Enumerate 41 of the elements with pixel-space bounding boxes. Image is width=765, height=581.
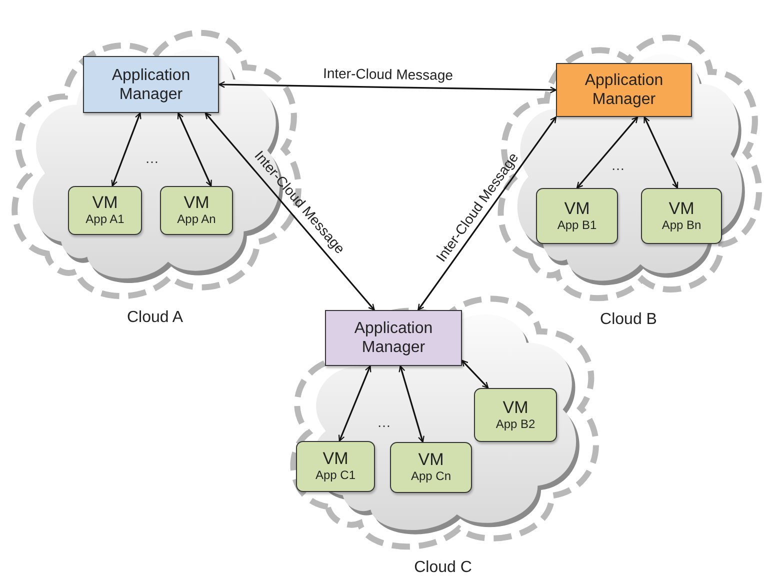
arrow <box>204 112 375 311</box>
app-name: App Cn <box>410 469 452 484</box>
vm-box <box>68 186 142 235</box>
manager-box: Application Manager <box>325 310 462 366</box>
app-name: App A1 <box>86 212 124 227</box>
vm-box <box>641 188 722 244</box>
edge-label: Inter-Cloud Message <box>322 65 453 84</box>
manager-box: Application Manager <box>83 56 219 113</box>
arrow <box>398 365 424 443</box>
app-name: App An <box>177 212 216 227</box>
cloud-label: Cloud A <box>126 308 184 328</box>
ellipsis-text: … <box>611 157 625 173</box>
app-name: App B2 <box>496 416 536 432</box>
ellipsis-text: … <box>377 414 391 430</box>
app-name: App B1 <box>557 218 597 232</box>
arrow <box>461 360 489 389</box>
arrow <box>576 116 638 189</box>
arrow <box>177 112 212 187</box>
arrow <box>338 365 372 442</box>
ellipsis-text: … <box>145 150 159 166</box>
vm-title: VM <box>184 194 210 212</box>
arrow <box>218 81 557 94</box>
vm-box <box>296 441 375 492</box>
vm-box <box>474 388 557 442</box>
vm-title: VM <box>92 194 118 212</box>
cloud-label: Cloud B <box>599 310 658 330</box>
cloud-label: Cloud C <box>413 558 473 578</box>
app-name: App C1 <box>315 468 356 483</box>
arrow <box>111 112 142 187</box>
vm-title: VM <box>418 451 444 469</box>
vm-title: VM <box>322 450 348 468</box>
vm-box <box>390 442 472 493</box>
vm-title: VM <box>668 200 694 218</box>
vm-box <box>536 188 618 244</box>
vm-title: VM <box>564 200 590 218</box>
vm-title: VM <box>502 398 528 416</box>
app-name: App Bn <box>662 218 702 232</box>
vm-box <box>160 186 233 235</box>
arrow <box>644 116 678 189</box>
manager-box: Application Manager <box>556 63 692 117</box>
arrow <box>418 116 557 311</box>
